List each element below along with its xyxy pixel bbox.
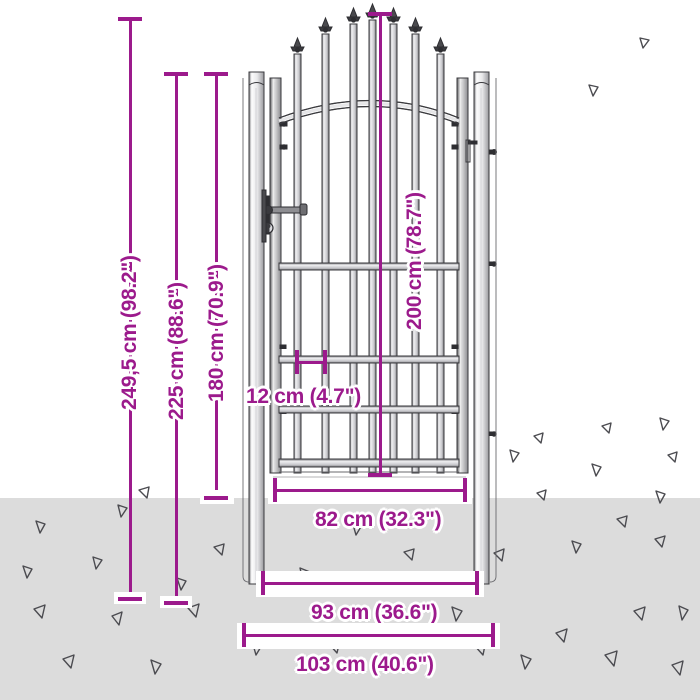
dim-cap-top-post-above-ground [204, 72, 228, 76]
dim-cap-top-gate-leaf-height [368, 12, 392, 16]
gate-hinge-lower [279, 144, 288, 150]
dim-cap-left-picket-spacing [295, 350, 299, 374]
gate-right-stile [456, 77, 469, 474]
dim-cap-left-opening-width [261, 571, 265, 595]
dim-label-overall-width: 103 cm (40.6") [296, 653, 434, 676]
dim-line-overall-width [243, 634, 494, 637]
finial-1 [290, 36, 305, 53]
finial-6 [433, 36, 448, 53]
dim-label-opening-width: 93 cm (36.6") [311, 601, 438, 624]
dim-cap-bottom-gate-leaf-height [368, 473, 392, 477]
handle-backplate [261, 189, 267, 243]
dim-label-gate-leaf-height: 200 cm (78.7") [403, 192, 426, 330]
dim-cap-right-picket-spacing [323, 350, 327, 374]
dim-cap-top-post-height [164, 72, 188, 76]
dim-label-picket-spacing: 12 cm (4.7") [246, 385, 361, 408]
right-latch-post [473, 71, 490, 585]
finial-2 [318, 16, 333, 33]
dim-line-post-above-ground [215, 73, 218, 500]
dim-line-gate-leaf-height [379, 13, 382, 477]
dim-line-overall-height [129, 18, 132, 602]
dim-label-overall-height: 249,5 cm (98.2") [118, 255, 141, 410]
dim-cap-bottom-overall-height [118, 597, 142, 601]
left-hinge-post [248, 71, 265, 585]
dim-cap-top-overall-height [118, 17, 142, 21]
dim-cap-bottom-post-height [164, 601, 188, 605]
dim-cap-right-overall-width [491, 623, 495, 647]
dim-cap-right-gate-leaf-width [463, 478, 467, 502]
dim-line-post-height [175, 73, 178, 604]
dim-cap-right-opening-width [475, 571, 479, 595]
dim-label-gate-leaf-width: 82 cm (32.3") [315, 508, 442, 531]
dim-cap-bottom-post-above-ground [204, 496, 228, 500]
finial-3 [346, 6, 361, 23]
finial-5 [408, 16, 423, 33]
post-foundation-lines [242, 78, 497, 583]
dim-line-picket-spacing [296, 361, 326, 364]
dim-cap-left-overall-width [242, 623, 246, 647]
finial-4 [386, 6, 401, 23]
dim-line-gate-leaf-width [274, 489, 466, 492]
dim-label-post-above-ground: 180 cm (70.9") [205, 264, 228, 402]
dim-line-opening-width [262, 582, 478, 585]
dim-label-post-height: 225 cm (88.6") [165, 282, 188, 420]
gate-rails [273, 262, 466, 478]
latch-keeper [465, 139, 497, 437]
dim-cap-left-gate-leaf-width [273, 478, 277, 502]
gate-left-stile [269, 77, 282, 474]
